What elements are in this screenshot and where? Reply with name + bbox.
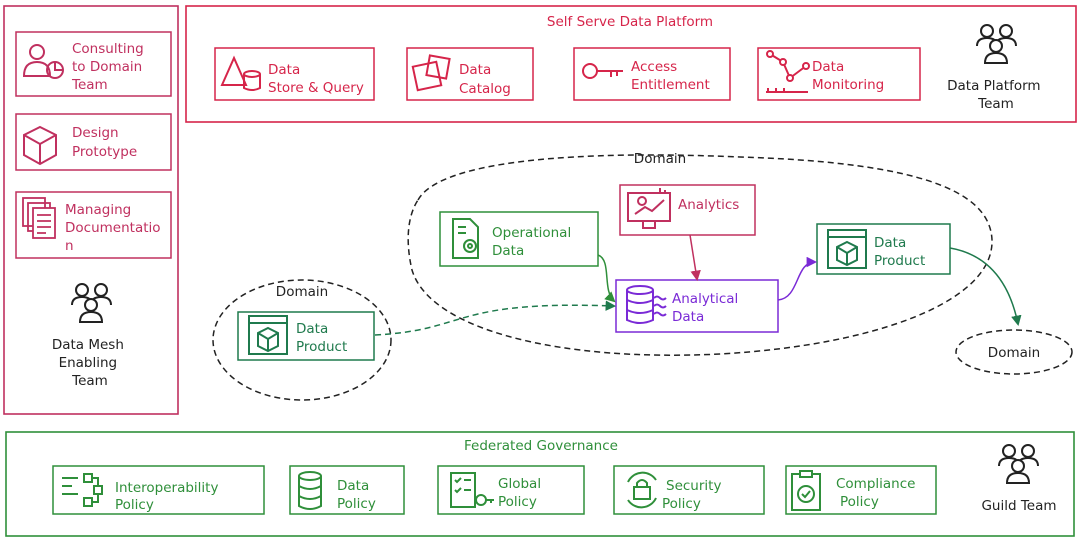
- global-policy-label: Global Policy: [498, 476, 545, 510]
- platform-item-access: Access Entitlement: [573, 47, 731, 101]
- domain-right: Domain: [955, 329, 1073, 375]
- lock-cycle-icon: [627, 471, 657, 509]
- operational-data-node: Operational Data: [439, 211, 599, 267]
- design-prototype-label: Design Prototype: [72, 125, 137, 160]
- access-label: Access Entitlement: [631, 59, 710, 93]
- edge-operational-to-analytical: [597, 254, 616, 303]
- gear-document-icon: [452, 218, 479, 259]
- governance-item-data-policy: Data Policy: [289, 465, 405, 515]
- domain-main: Domain Operational Data: [407, 151, 993, 356]
- analytical-data-label: Analytical Data: [672, 291, 743, 325]
- domain-right-label: Domain: [988, 345, 1040, 361]
- data-policy-label: Data Policy: [337, 478, 376, 512]
- platform-item-monitoring: Data Monitoring: [757, 47, 921, 101]
- analytics-label: Analytics: [678, 197, 739, 213]
- catalog-icon: [411, 54, 451, 92]
- analytics-node: Analytics: [619, 184, 756, 236]
- platform-title: Self Serve Data Platform: [547, 14, 713, 30]
- domain-left-label: Domain: [276, 284, 328, 300]
- data-product-left-node: Data Product: [237, 311, 375, 361]
- platform-panel: Self Serve Data Platform Data Store & Qu…: [185, 5, 1077, 123]
- product-window-icon: [827, 229, 867, 269]
- store-query-label: Data Store & Query: [268, 62, 364, 96]
- line-chart-icon: [766, 50, 810, 93]
- shapes-cylinder-icon: [220, 55, 261, 91]
- platform-item-store-query: Data Store & Query: [214, 47, 375, 101]
- data-product-left-label: Data Product: [296, 321, 347, 355]
- enabling-item-documentation: Managing Documentatio n: [15, 191, 172, 259]
- domain-main-label: Domain: [634, 151, 686, 167]
- documents-icon: [22, 197, 56, 239]
- edge-analytical-to-product: [777, 256, 818, 301]
- checklist-key-icon: [450, 472, 494, 508]
- documentation-label: Managing Documentatio n: [65, 202, 165, 254]
- operational-data-label: Operational Data: [492, 225, 576, 259]
- edge-product-to-right-domain: [949, 247, 1022, 327]
- enabling-team-people-icon: [71, 283, 112, 323]
- platform-team-label: Data Platform Team: [947, 78, 1045, 112]
- flow-icon: [62, 473, 103, 507]
- database-icon: [298, 471, 322, 510]
- clipboard-check-icon: [791, 470, 821, 511]
- governance-item-compliance-policy: Compliance Policy: [785, 465, 937, 515]
- platform-item-catalog: Data Catalog: [406, 47, 534, 101]
- enabling-team-label: Data Mesh Enabling Team: [52, 337, 128, 389]
- platform-team-people-icon: [976, 24, 1017, 64]
- consulting-label: Consulting to Domain Team: [71, 41, 148, 93]
- product-window-icon: [248, 315, 288, 355]
- enabling-item-consulting: Consulting to Domain Team: [15, 31, 172, 97]
- data-product-main-node: Data Product: [816, 223, 951, 275]
- monitoring-label: Data Monitoring: [812, 59, 884, 93]
- database-wave-icon: [626, 285, 667, 324]
- catalog-label: Data Catalog: [459, 62, 511, 97]
- analytical-data-node: Analytical Data: [615, 279, 779, 333]
- guild-team-people-icon: [998, 444, 1039, 484]
- key-icon: [582, 63, 623, 79]
- governance-item-security-policy: Security Policy: [613, 465, 765, 515]
- consulting-icon: [22, 44, 64, 79]
- edge-analytics-to-analytical: [689, 234, 701, 282]
- security-policy-label: Security Policy: [662, 478, 726, 512]
- cube-icon: [23, 125, 57, 166]
- enabling-team-panel: Consulting to Domain Team Design Prototy…: [3, 5, 179, 415]
- domain-left: Domain Data Product: [212, 279, 392, 401]
- data-product-main-label: Data Product: [874, 235, 925, 269]
- analytics-monitor-icon: [627, 188, 671, 229]
- governance-item-global-policy: Global Policy: [437, 465, 585, 515]
- guild-team-label: Guild Team: [981, 498, 1056, 514]
- governance-title: Federated Governance: [464, 438, 618, 454]
- compliance-policy-label: Compliance Policy: [836, 476, 920, 510]
- edge-left-product-to-analytical: [374, 300, 617, 336]
- governance-panel: Federated Governance Interoperability Po…: [5, 431, 1075, 537]
- governance-item-interoperability: Interoperability Policy: [52, 465, 265, 515]
- enabling-item-design-prototype: Design Prototype: [15, 113, 172, 171]
- interoperability-label: Interoperability Policy: [115, 480, 223, 513]
